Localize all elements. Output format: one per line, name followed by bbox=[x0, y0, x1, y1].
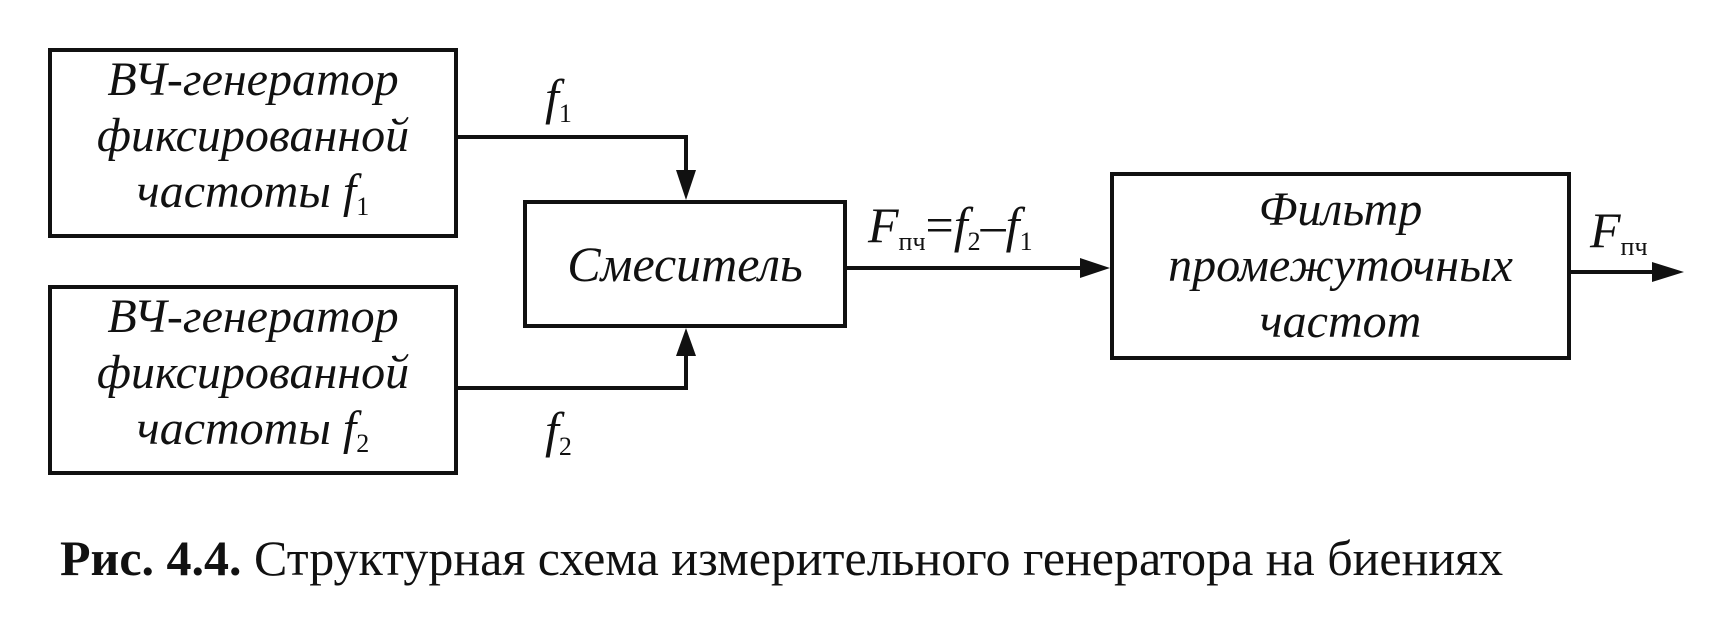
signal-mid-f2-sub: 2 bbox=[967, 227, 981, 256]
wire-f2 bbox=[458, 342, 688, 390]
generator-1-freq-sub: 1 bbox=[356, 191, 370, 221]
signal-f1-symbol: f bbox=[545, 69, 559, 125]
figure-number: Рис. 4.4. bbox=[60, 530, 242, 586]
filter-line-2: промежуточных bbox=[1168, 239, 1513, 292]
generator-1-block: ВЧ-генератор фиксированной частоты f1 bbox=[48, 48, 458, 238]
generator-2-line-3: частоты f2 bbox=[137, 401, 369, 472]
generator-2-freq-symbol: f bbox=[342, 401, 357, 455]
arrowhead-f2 bbox=[676, 328, 696, 356]
generator-2-line-3-text: частоты bbox=[136, 401, 331, 455]
signal-out-F: F bbox=[1590, 202, 1621, 258]
signal-mid-F: F bbox=[868, 197, 899, 253]
signal-intermediate-label: Fпч=f2–f1 bbox=[868, 200, 1033, 267]
figure-caption: Рис. 4.4. Структурная схема измерительно… bbox=[60, 528, 1680, 588]
signal-f1-label: f1 bbox=[545, 72, 572, 139]
signal-mid-F-sub: пч bbox=[898, 227, 926, 256]
arrowhead-mixer-filter bbox=[1080, 258, 1110, 278]
signal-f1-sub: 1 bbox=[558, 99, 572, 128]
generator-2-freq-sub: 2 bbox=[356, 428, 370, 458]
generator-1-freq: f1 bbox=[342, 164, 370, 221]
signal-out-F-sub: пч bbox=[1620, 232, 1648, 261]
arrowhead-output bbox=[1652, 262, 1684, 282]
signal-f2-symbol: f bbox=[545, 402, 559, 458]
arrowhead-f1 bbox=[676, 170, 696, 200]
generator-1-line-1: ВЧ-генератор bbox=[107, 52, 399, 106]
filter-line-1: Фильтр bbox=[1258, 183, 1423, 236]
generator-2-freq: f2 bbox=[342, 401, 370, 458]
generator-1-line-3: частоты f1 bbox=[137, 164, 369, 235]
signal-mid-f1: f bbox=[1005, 197, 1020, 253]
generator-1-line-3-text: частоты bbox=[136, 164, 331, 218]
signal-output-label: Fпч bbox=[1590, 205, 1648, 272]
filter-block: Фильтр промежуточных частот bbox=[1110, 172, 1571, 360]
generator-1-freq-symbol: f bbox=[342, 164, 357, 218]
signal-mid-eq: = bbox=[925, 197, 954, 253]
signal-mid-minus: – bbox=[980, 197, 1006, 253]
filter-line-3: частот bbox=[1259, 295, 1422, 348]
generator-2-line-1: ВЧ-генератор bbox=[107, 289, 399, 343]
mixer-label: Смеситель bbox=[567, 236, 803, 292]
mixer-block: Смеситель bbox=[523, 200, 847, 328]
generator-2-line-2: фиксированной bbox=[96, 345, 410, 399]
generator-1-line-2: фиксированной bbox=[96, 108, 410, 162]
signal-f2-sub: 2 bbox=[558, 432, 572, 461]
figure-caption-text: Структурная схема измерительного генерат… bbox=[254, 530, 1504, 586]
signal-mid-f2: f bbox=[953, 197, 968, 253]
signal-mid-f1-sub: 1 bbox=[1019, 227, 1033, 256]
wire-f1 bbox=[458, 135, 688, 185]
generator-2-block: ВЧ-генератор фиксированной частоты f2 bbox=[48, 285, 458, 475]
signal-f2-label: f2 bbox=[545, 405, 572, 472]
